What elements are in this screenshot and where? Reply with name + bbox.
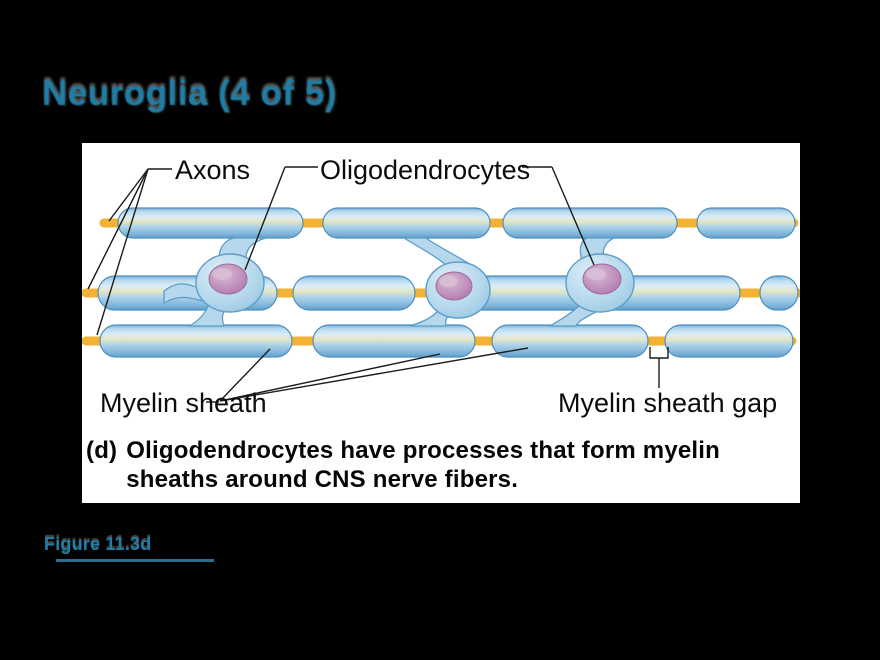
axons-leader-lines	[87, 168, 172, 336]
myelin-segment	[491, 324, 649, 358]
label-oligodendrocytes: Oligodendrocytes	[320, 155, 530, 185]
caption-line-2: sheaths around CNS nerve fibers.	[126, 466, 519, 493]
myelin-segment	[117, 207, 304, 239]
oligodendrocyte-nucleus	[208, 263, 248, 295]
oligodendrocyte-diagram: Axons Oligodendrocytes Myelin sheath Mye…	[82, 155, 800, 418]
oligodendrocyte-2	[401, 237, 491, 327]
nucleus-highlight	[586, 268, 606, 280]
myelin-segment	[312, 324, 476, 358]
figure-number-label: Figure 11.3d	[44, 534, 152, 554]
oligodendrocyte-nucleus	[435, 271, 473, 301]
caption-prefix: (d)	[86, 437, 118, 464]
myelin-segment	[292, 275, 416, 311]
nucleus-highlight	[212, 268, 232, 280]
label-axons: Axons	[175, 155, 250, 185]
oligodendrocyte-nucleus	[582, 263, 622, 295]
oligodendrocyte-1	[163, 237, 267, 327]
myelin-segment	[99, 324, 293, 358]
oligodendrocytes-leader-lines	[244, 166, 595, 271]
figure-panel: Axons Oligodendrocytes Myelin sheath Mye…	[82, 143, 800, 503]
myelin-sheath-leader-lines	[206, 347, 529, 403]
myelin-segment	[759, 275, 799, 311]
myelin-segment	[696, 207, 796, 239]
myelin-sheath-gap-bracket	[649, 347, 669, 388]
myelin-segment	[322, 207, 491, 239]
slide-title: Neuroglia (4 of 5)	[42, 74, 337, 113]
figure-caption: (d) Oligodendrocytes have processes that…	[86, 436, 720, 494]
label-myelin-sheath: Myelin sheath	[100, 388, 267, 418]
nucleus-highlight	[439, 275, 457, 287]
caption-line-1: Oligodendrocytes have processes that for…	[126, 437, 721, 464]
label-myelin-sheath-gap: Myelin sheath gap	[558, 388, 777, 418]
myelin-segment	[664, 324, 794, 358]
caption-text: Oligodendrocytes have processes that for…	[126, 436, 720, 494]
figure-label-underline	[56, 559, 214, 562]
oligodendrocyte-process	[163, 283, 205, 305]
oligodendrocyte-3	[547, 237, 635, 327]
myelin-segment	[502, 207, 678, 239]
